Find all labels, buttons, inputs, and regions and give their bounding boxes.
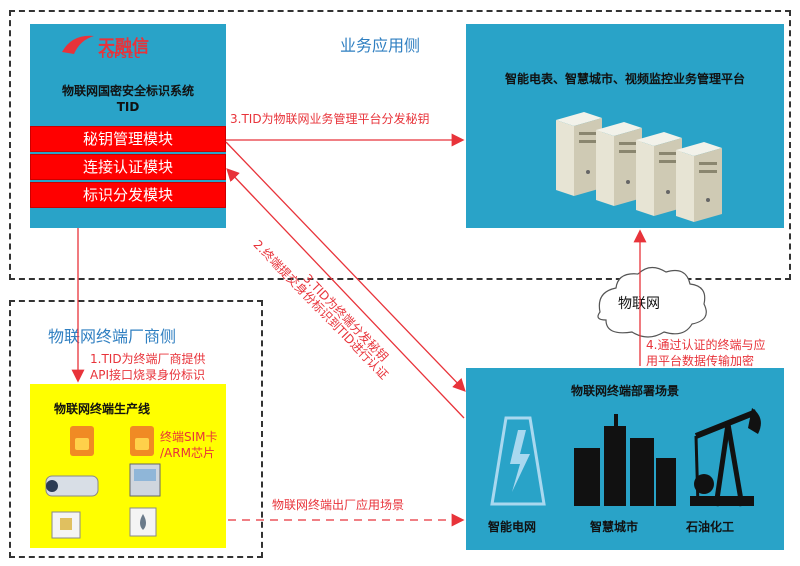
deploy-item-petrochemical: 石油化工 bbox=[686, 520, 735, 534]
deploy-title: 物联网终端部署场景 bbox=[570, 384, 679, 398]
logo-cn-text: 天融信 bbox=[98, 37, 149, 57]
connection-auth-module: 连接认证模块 bbox=[30, 154, 226, 180]
business-side-title: 业务应用侧 bbox=[340, 36, 421, 55]
tid-title-line2: TID bbox=[116, 100, 140, 114]
deployment-scene-box: 物联网终端部署场景 智能电网 智慧城市 石油化工 bbox=[466, 368, 784, 550]
step4-label-line1: 4.通过认证的终端与应 bbox=[646, 338, 766, 352]
power-grid-icon bbox=[490, 416, 546, 506]
platform-title: 智能电表、智慧城市、视频监控业务管理平台 bbox=[504, 72, 745, 86]
deploy-icons bbox=[490, 408, 761, 507]
step3b-label: 3.TID为终端分发秘钥 bbox=[300, 271, 391, 365]
step3a-label: 3.TID为物联网业务管理平台分发秘钥 bbox=[230, 112, 430, 126]
step1-label-line2: API接口烧录身份标识 bbox=[90, 368, 205, 382]
step1-label-line1: 1.TID为终端厂商提供 bbox=[90, 352, 206, 366]
topsec-logo-mark-icon bbox=[62, 35, 94, 54]
smart-city-icon bbox=[574, 414, 676, 506]
meter-device-icon bbox=[129, 463, 161, 497]
factory-out-label: 物联网终端出厂应用场景 bbox=[272, 498, 405, 512]
sim-card-icon bbox=[70, 426, 94, 456]
manufacturer-side-region bbox=[9, 300, 263, 558]
oil-pump-icon bbox=[690, 408, 761, 507]
business-platform-box: 智能电表、智慧城市、视频监控业务管理平台 bbox=[466, 24, 784, 228]
manufacturer-side-title: 物联网终端厂商侧 bbox=[48, 327, 177, 346]
tid-system-box: 天融信 TOPSEC 物联网国密安全标识系统 TID 秘钥管理模块 连接认证模块… bbox=[30, 24, 226, 228]
id-distribution-module: 标识分发模块 bbox=[30, 182, 226, 208]
arm-chip-icon bbox=[130, 426, 154, 456]
logo-en-text: TOPSEC bbox=[100, 51, 142, 60]
servers-icon bbox=[556, 112, 722, 222]
production-title: 物联网终端生产线 bbox=[54, 402, 151, 416]
camera-device-icon bbox=[45, 475, 99, 497]
sim-label-line1: 终端SIM卡 bbox=[160, 430, 218, 444]
cloud-label: 物联网 bbox=[618, 296, 660, 312]
topsec-logo: 天融信 TOPSEC bbox=[60, 32, 200, 60]
sensor-device-icon bbox=[129, 507, 157, 537]
deploy-item-smart-city: 智慧城市 bbox=[590, 520, 639, 534]
socket-device-icon bbox=[51, 511, 81, 539]
key-management-module: 秘钥管理模块 bbox=[30, 126, 226, 152]
production-devices bbox=[45, 426, 161, 539]
production-line-box: 物联网终端生产线 终端SIM卡 /ARM芯片 bbox=[30, 384, 226, 548]
tid-title-line1: 物联网国密安全标识系统 bbox=[61, 84, 194, 98]
deploy-item-power-grid: 智能电网 bbox=[488, 520, 537, 534]
sim-label-line2: /ARM芯片 bbox=[160, 446, 215, 460]
step4-label-line2: 用平台数据传输加密 bbox=[646, 354, 755, 368]
